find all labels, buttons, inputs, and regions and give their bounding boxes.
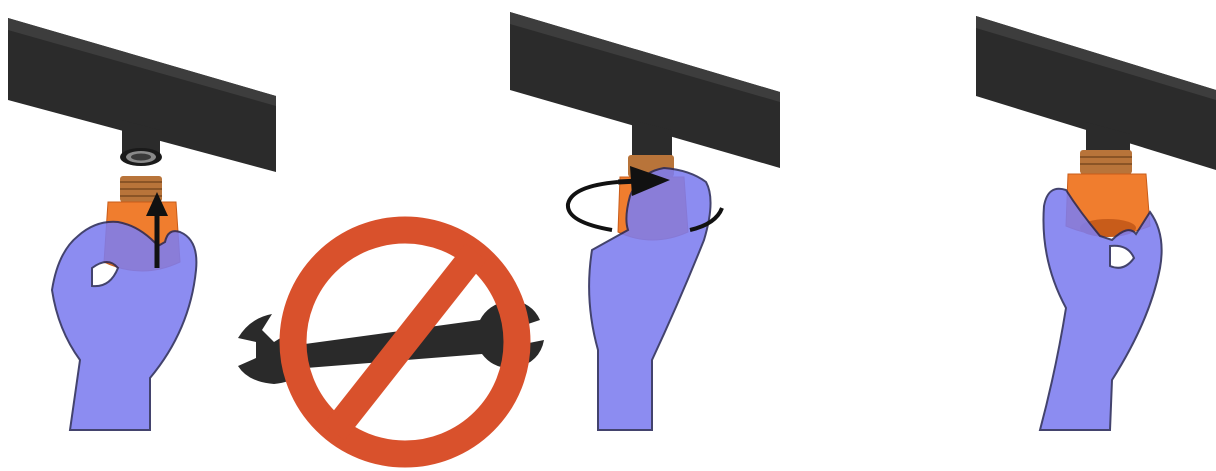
no-wrench-icon	[238, 230, 544, 454]
pipe-step-2	[510, 12, 780, 168]
pipe-step-1	[8, 18, 276, 172]
step-2-panel	[510, 12, 780, 430]
hand-step-1	[52, 222, 196, 430]
pipe-step-3	[976, 16, 1216, 170]
step-1-panel	[8, 18, 276, 430]
hand-step-2	[589, 168, 710, 430]
step-3-panel	[976, 16, 1216, 430]
